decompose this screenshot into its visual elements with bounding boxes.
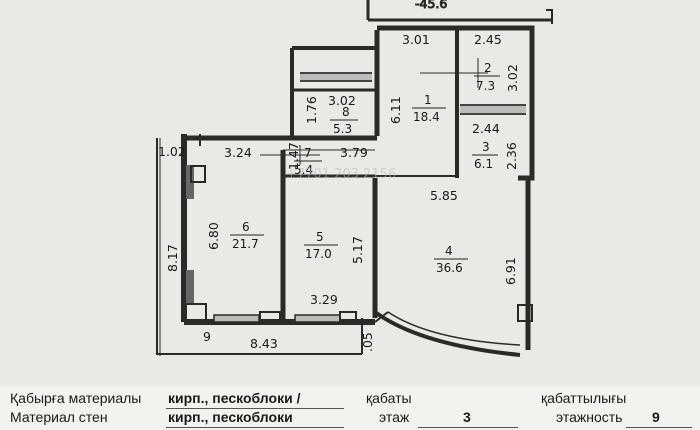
wall-material-label-ru: Материал стен — [10, 409, 108, 425]
top-partial-label: -45.6 — [415, 0, 447, 11]
floor-label-ru: этаж — [379, 409, 410, 425]
floors-label-ru: этажность — [556, 409, 623, 425]
dim-6-91: 6.91 — [503, 257, 518, 285]
dim-8-43: 8.43 — [250, 336, 278, 351]
dim-5-85: 5.85 — [430, 188, 458, 203]
wall-material-value-1: кирп., пескоблоки / — [168, 390, 301, 406]
dim-9: 9 — [203, 329, 211, 344]
dim-5-17: 5.17 — [350, 236, 365, 264]
wall-underline-2 — [166, 427, 344, 428]
info-table: Қабырға материалы Материал стен кирп., п… — [0, 386, 700, 430]
room-6-number: 6 — [242, 220, 250, 234]
room-5-area: 17.0 — [305, 247, 332, 261]
dim-3-01: 3.01 — [402, 32, 430, 47]
floors-label-kz: қабаттылығы — [541, 390, 627, 406]
room-2: 2 7.3 — [474, 61, 500, 93]
dim-1-02: 1.02 — [158, 144, 186, 159]
room-3: 3 6.1 — [472, 140, 498, 171]
dim-6-11: 6.11 — [388, 96, 403, 124]
wall-material-label-kz: Қабырға материалы — [10, 390, 142, 406]
dim-2-36: 2.36 — [504, 142, 519, 170]
room-5-number: 5 — [316, 230, 324, 244]
room-7-number: 7 — [304, 146, 312, 160]
room-1-number: 1 — [424, 93, 432, 107]
wall-underline-1 — [166, 408, 344, 409]
room-1-area: 18.4 — [413, 110, 440, 124]
floor-label-kz: қабаты — [366, 390, 412, 406]
dim-3-79: 3.79 — [340, 145, 368, 160]
dim-3-29: 3.29 — [310, 292, 338, 307]
room-8: 8 5.3 — [330, 105, 358, 136]
wall-material-value-2: кирп., пескоблоки — [168, 409, 293, 425]
room-4-area: 36.6 — [436, 261, 463, 275]
floor-value: 3 — [463, 409, 471, 425]
room-3-area: 6.1 — [474, 157, 493, 171]
dim-3-02-vertical: 3.02 — [505, 64, 520, 92]
room-3-number: 3 — [482, 140, 490, 154]
room-4: 4 36.6 — [434, 244, 468, 275]
room-6-area: 21.7 — [232, 237, 259, 251]
room-8-number: 8 — [342, 105, 350, 119]
floors-value: 9 — [652, 409, 660, 425]
dim-1-76: 1.76 — [304, 96, 319, 124]
room-5: 5 17.0 — [304, 230, 338, 261]
dim-05: .05 — [360, 332, 375, 352]
dim-3-02: 3.02 — [328, 93, 356, 108]
dim-6-80: 6.80 — [206, 222, 221, 250]
room-2-area: 7.3 — [476, 79, 495, 93]
dim-1-47: 1.47 — [286, 142, 301, 170]
room-7: 7 5.4 — [294, 146, 322, 177]
watermark: +7701 203 2156 — [286, 167, 396, 182]
dim-8-17: 8.17 — [165, 244, 180, 272]
dim-3-24: 3.24 — [224, 145, 252, 160]
floor-underline — [418, 427, 518, 428]
dim-2-45: 2.45 — [474, 32, 502, 47]
dim-2-44: 2.44 — [472, 121, 500, 136]
room-6: 6 21.7 — [230, 220, 264, 251]
room-7-area: 5.4 — [294, 163, 313, 177]
floors-underline — [626, 427, 692, 428]
room-8-area: 5.3 — [333, 122, 352, 136]
floor-plan: -45.6 — [156, 0, 553, 357]
room-4-number: 4 — [445, 244, 453, 258]
walls: -45.6 — [156, 0, 553, 357]
room-1: 1 18.4 — [412, 93, 446, 124]
room-2-number: 2 — [484, 61, 492, 75]
